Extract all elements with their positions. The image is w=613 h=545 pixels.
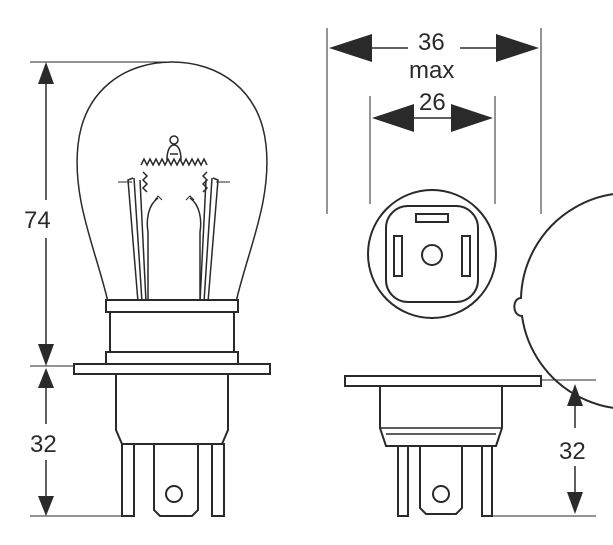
base-length-left-label: 32 — [30, 431, 57, 458]
flange-diameter-label: 26 — [419, 89, 446, 116]
pin-right — [461, 235, 471, 277]
arrowhead-down — [38, 496, 54, 516]
pin-left — [393, 235, 403, 277]
base-terminal-right — [481, 445, 493, 517]
dimension-base-length-right: 32 — [492, 379, 596, 517]
overall-length-label: 74 — [24, 207, 51, 234]
arrowhead-left — [329, 34, 372, 62]
arrowhead-up — [38, 368, 54, 388]
filament-top-eye — [169, 135, 179, 145]
filament-coil — [140, 157, 208, 167]
arrowhead-right — [451, 104, 493, 132]
shield-cup — [146, 197, 202, 300]
arrowhead-down — [38, 344, 54, 366]
cap-lower-band — [105, 351, 239, 365]
center-contact — [421, 244, 443, 266]
dimension-flange-diameter: 26 — [369, 89, 496, 204]
dimension-max-diameter: 36 max — [326, 28, 542, 214]
filament-coil-lower-left — [141, 171, 149, 193]
terminal-left — [121, 443, 135, 517]
pin-top — [415, 213, 449, 223]
base-terminal-center — [419, 445, 463, 515]
terminal-center — [153, 443, 199, 517]
bulb-side-view — [73, 61, 271, 517]
arrowhead-left — [372, 104, 414, 132]
base-length-right-label: 32 — [559, 438, 586, 465]
max-diameter-value: 36 — [418, 29, 445, 56]
dimension-base-length-left: 32 — [30, 368, 122, 517]
support-wire-left — [127, 177, 147, 303]
max-diameter-note: max — [409, 57, 454, 84]
terminal-hole — [165, 485, 183, 503]
arrowhead-up — [567, 384, 583, 406]
base-terminal-hole — [432, 485, 450, 503]
arrowhead-right — [496, 34, 539, 62]
base-terminal-left — [397, 445, 409, 517]
cap-top-band — [105, 299, 239, 313]
terminal-right — [211, 443, 225, 517]
bulb-end-view — [367, 189, 613, 409]
flange-outline-with-notch — [513, 193, 613, 409]
flange — [73, 363, 271, 375]
base-side-view — [344, 375, 542, 517]
base-flange — [344, 375, 542, 387]
dimension-overall-length: 74 — [24, 61, 170, 367]
filament-coil-lower-right — [201, 171, 209, 193]
cap-upper-body — [109, 311, 235, 353]
base-body — [379, 385, 503, 447]
shield-cup-inner — [154, 195, 195, 201]
arrowhead-up — [38, 62, 54, 84]
support-wire-right — [199, 177, 219, 303]
cap-neck — [115, 373, 229, 445]
arrowhead-down — [567, 492, 583, 514]
glass-envelope — [76, 61, 268, 303]
filament-top-loop — [166, 144, 182, 161]
